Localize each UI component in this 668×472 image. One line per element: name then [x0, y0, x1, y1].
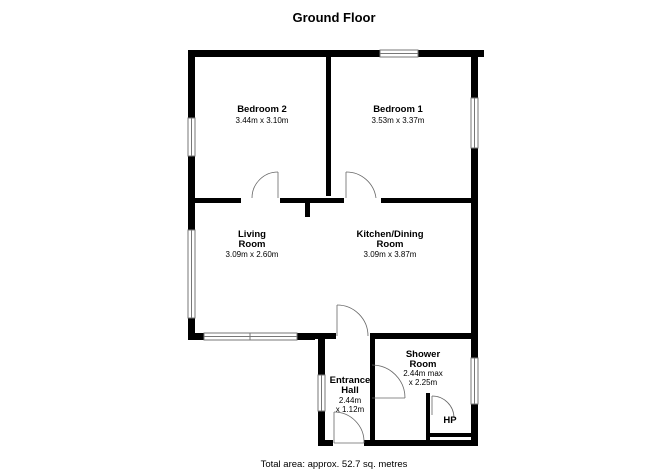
inner-walls: [195, 57, 471, 440]
svg-text:Living: Living: [238, 229, 266, 240]
svg-text:2.44m max: 2.44m max: [403, 369, 443, 378]
door-entrance: [333, 411, 365, 444]
door-hall-kitchen: [336, 304, 369, 337]
plan-title: Ground Floor: [292, 10, 375, 25]
svg-text:Bedroom 2: Bedroom 2: [237, 104, 287, 115]
svg-text:Room: Room: [377, 239, 404, 250]
doors: [251, 171, 455, 444]
room-label-entrance: Entrance Hall 2.44m x 1.12m: [330, 375, 371, 414]
svg-text:Hall: Hall: [341, 385, 358, 396]
svg-text:2.44m: 2.44m: [339, 396, 362, 405]
room-label-kitchen: Kitchen/Dining Room 3.09m x 3.87m: [356, 229, 423, 259]
door-bedroom2: [251, 171, 279, 199]
outer-walls: [188, 50, 484, 446]
svg-text:3.44m x 3.10m: 3.44m x 3.10m: [236, 116, 289, 125]
svg-text:Entrance: Entrance: [330, 375, 371, 386]
svg-text:3.09m x 2.60m: 3.09m x 2.60m: [226, 250, 279, 259]
total-area: Total area: approx. 52.7 sq. metres: [261, 459, 408, 470]
room-label-living: Living Room 3.09m x 2.60m: [226, 229, 279, 259]
room-label-shower: Shower Room 2.44m max x 2.25m: [403, 349, 443, 387]
svg-text:Shower: Shower: [406, 349, 441, 360]
svg-text:x 2.25m: x 2.25m: [409, 378, 438, 387]
svg-text:Bedroom 1: Bedroom 1: [373, 104, 423, 115]
room-label-cupboard: HP: [443, 415, 457, 426]
door-cupboard: [431, 395, 455, 419]
svg-text:3.09m x 3.87m: 3.09m x 3.87m: [364, 250, 417, 259]
svg-text:Room: Room: [239, 239, 266, 250]
door-shower: [371, 364, 406, 399]
svg-text:3.53m x 3.37m: 3.53m x 3.37m: [372, 116, 425, 125]
windows: [187, 49, 479, 412]
svg-text:x 1.12m: x 1.12m: [336, 405, 365, 414]
svg-text:Kitchen/Dining: Kitchen/Dining: [356, 229, 423, 240]
door-bedroom1: [345, 171, 377, 199]
room-label-bedroom1: Bedroom 1 3.53m x 3.37m: [372, 104, 425, 125]
svg-text:HP: HP: [443, 415, 457, 426]
svg-text:Room: Room: [410, 359, 437, 370]
room-label-bedroom2: Bedroom 2 3.44m x 3.10m: [236, 104, 289, 125]
